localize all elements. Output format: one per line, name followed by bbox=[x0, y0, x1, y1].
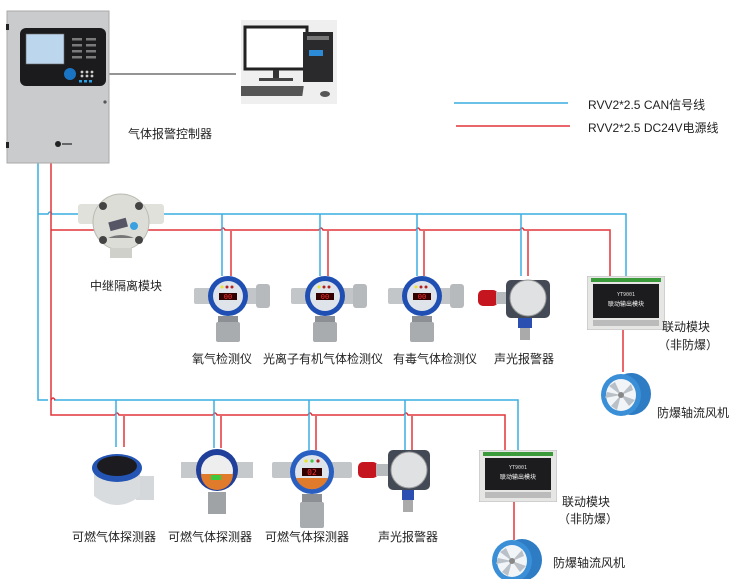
legend-power-label: RVV2*2.5 DC24V电源线 bbox=[588, 121, 719, 135]
explosion-proof-fan-top[interactable] bbox=[597, 372, 653, 418]
controller-label: 气体报警控制器 bbox=[128, 127, 213, 141]
pid-voc-detector-label: 光离子有机气体检测仪 bbox=[263, 352, 384, 366]
legend-can-label: RVV2*2.5 CAN信号线 bbox=[588, 98, 706, 112]
top-drops bbox=[221, 214, 624, 372]
oxygen-detector-display: 00 bbox=[224, 293, 232, 301]
fan-top-label: 防爆轴流风机 bbox=[657, 406, 729, 420]
linkage-module-top-label: 联动模块 bbox=[662, 320, 711, 334]
combustible-detector-3[interactable]: 02 bbox=[272, 448, 352, 532]
explosion-proof-fan-bottom[interactable] bbox=[488, 538, 544, 579]
toxic-gas-detector-display: 00 bbox=[418, 293, 426, 301]
linkage-module-bottom-sublabel: （非防爆） bbox=[558, 512, 619, 526]
audible-visual-alarm-top[interactable] bbox=[478, 276, 552, 342]
alarm-top-label: 声光报警器 bbox=[494, 352, 555, 366]
linkage-module-bottom[interactable]: YT9001 联动输出模块 bbox=[479, 450, 557, 502]
bottom-power-bus bbox=[50, 397, 506, 452]
relay-isolation-module[interactable] bbox=[78, 192, 164, 260]
pid-voc-detector[interactable]: 00 bbox=[291, 272, 367, 344]
relay-module-label: 中继隔离模块 bbox=[90, 279, 163, 293]
alarm-bottom-label: 声光报警器 bbox=[378, 530, 439, 544]
pid-voc-detector-display: 00 bbox=[321, 293, 329, 301]
toxic-gas-detector[interactable]: 00 bbox=[388, 272, 464, 344]
linkage-module-top-code: YT9001 bbox=[617, 292, 635, 298]
linkage-module-bottom-label: 联动模块 bbox=[562, 495, 611, 509]
linkage-module-top-panel-text: 联动输出模块 bbox=[608, 300, 644, 308]
combustible-detector-1-label: 可燃气体探测器 bbox=[72, 530, 157, 544]
computer-workstation[interactable] bbox=[241, 20, 337, 104]
fan-bottom-label: 防爆轴流风机 bbox=[553, 556, 626, 570]
bottom-drops bbox=[115, 400, 515, 540]
oxygen-detector[interactable]: 00 bbox=[194, 272, 270, 344]
linkage-module-top[interactable]: YT9001 联动输出模块 bbox=[587, 276, 665, 330]
combustible-detector-2-label: 可燃气体探测器 bbox=[168, 530, 253, 544]
combustible-detector-1[interactable] bbox=[90, 448, 156, 516]
combustible-detector-2[interactable] bbox=[181, 448, 253, 518]
toxic-gas-detector-label: 有毒气体检测仪 bbox=[393, 352, 478, 366]
linkage-module-bottom-code: YT9001 bbox=[509, 465, 527, 471]
audible-visual-alarm-bottom[interactable] bbox=[358, 448, 432, 514]
linkage-module-top-sublabel: （非防爆） bbox=[658, 338, 719, 352]
combustible-detector-3-label: 可燃气体探测器 bbox=[265, 530, 350, 544]
oxygen-detector-label: 氧气检测仪 bbox=[192, 352, 253, 366]
linkage-module-bottom-panel-text: 联动输出模块 bbox=[500, 473, 536, 481]
combustible-detector-3-display: 02 bbox=[307, 468, 317, 477]
gas-alarm-controller[interactable] bbox=[6, 10, 110, 164]
